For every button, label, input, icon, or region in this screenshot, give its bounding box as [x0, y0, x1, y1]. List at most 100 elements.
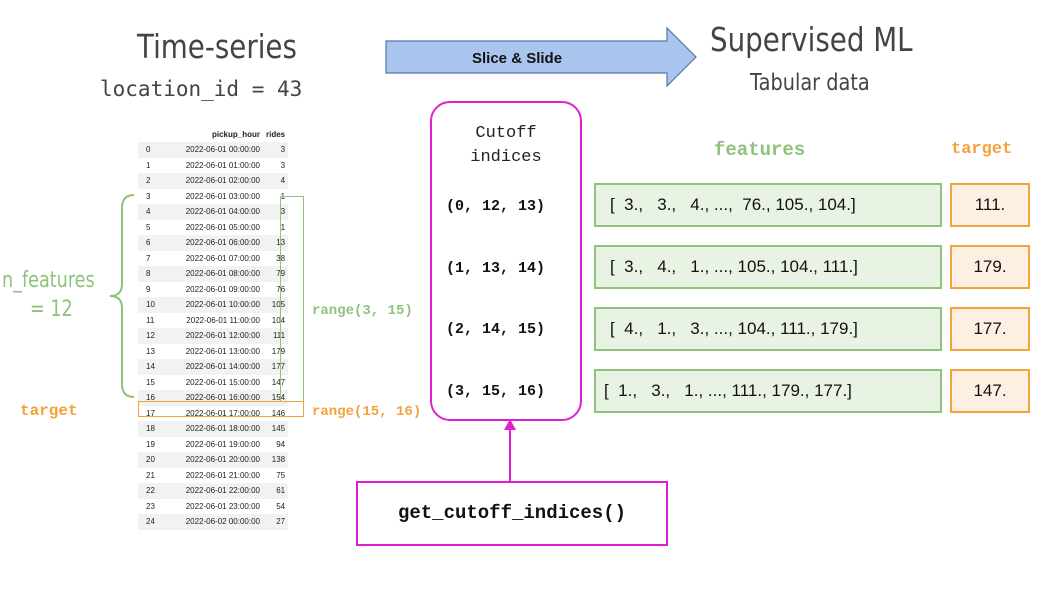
table-row: 21 2022-06-01 21:00:00 75	[138, 468, 288, 484]
arrow-label: Slice & Slide	[472, 50, 563, 67]
table-row: 19 2022-06-01 19:00:00 94	[138, 437, 288, 453]
row-index: 15	[146, 377, 155, 387]
row-pickup-hour: 2022-06-01 18:00:00	[161, 421, 263, 437]
rides-header: rides	[263, 127, 289, 142]
row-pickup-hour: 2022-06-01 01:00:00	[185, 160, 260, 170]
row-rides: 3	[263, 204, 289, 220]
row-index: 5	[146, 222, 151, 232]
row-rides: 1	[280, 222, 286, 232]
feature-row-values: [ 4., 1., 3., ..., 104., 111., 179.]	[610, 319, 858, 338]
cutoff-tuple: (3, 15, 16)	[446, 383, 546, 400]
row-pickup-hour: 2022-06-01 12:00:00	[161, 328, 263, 344]
row-rides: 147	[271, 377, 286, 387]
feature-row: [ 1., 3., 1., ..., 111., 179., 177.]	[594, 369, 942, 413]
feature-row: [ 4., 1., 3., ..., 104., 111., 179.]	[594, 307, 942, 351]
row-index: 2	[138, 173, 161, 189]
row-index: 23	[146, 501, 155, 511]
row-pickup-hour: 2022-06-01 06:00:00	[161, 235, 263, 251]
left-subtitle: location_id = 43	[100, 77, 303, 101]
row-rides: 145	[263, 421, 289, 437]
cutoff-header-line2: indices	[470, 148, 542, 167]
n-features-label: n_features	[2, 268, 95, 293]
feature-row-values: [ 1., 3., 1., ..., 111., 179., 177.]	[604, 381, 852, 400]
row-pickup-hour: 2022-06-01 21:00:00	[185, 470, 260, 480]
features-header: features	[714, 139, 806, 161]
row-pickup-hour: 2022-06-01 23:00:00	[185, 501, 260, 511]
row-pickup-hour: 2022-06-01 19:00:00	[185, 439, 260, 449]
row-pickup-hour: 2022-06-01 07:00:00	[185, 253, 260, 263]
row-pickup-hour: 2022-06-01 03:00:00	[185, 191, 260, 201]
row-index: 21	[146, 470, 155, 480]
target-value: 177.	[950, 307, 1030, 351]
row-index: 20	[138, 452, 161, 468]
row-index: 9	[146, 284, 151, 294]
row-rides: 111	[263, 328, 289, 344]
cutoff-tuple: (1, 13, 14)	[446, 260, 546, 277]
row-rides: 54	[276, 501, 286, 511]
row-rides: 138	[263, 452, 289, 468]
feature-row: [ 3., 4., 1., ..., 105., 104., 111.]	[594, 245, 942, 289]
row-index: 1	[146, 160, 151, 170]
feature-rides-highlight	[280, 196, 304, 402]
row-rides: 75	[276, 470, 286, 480]
table-row: 1 2022-06-01 01:00:00 3	[138, 158, 288, 174]
table-header-row: pickup_hour rides	[138, 127, 289, 142]
target-header: target	[951, 140, 1013, 159]
row-pickup-hour: 2022-06-01 15:00:00	[185, 377, 260, 387]
n-features-brace	[109, 194, 135, 398]
row-pickup-hour: 2022-06-01 22:00:00	[161, 483, 263, 499]
row-pickup-hour: 2022-06-02 00:00:00	[161, 514, 263, 530]
left-title: Time-series	[137, 27, 297, 66]
row-index: 19	[146, 439, 155, 449]
target-row-highlight	[138, 401, 304, 417]
row-pickup-hour: 2022-06-01 04:00:00	[161, 204, 263, 220]
row-index: 10	[138, 297, 161, 313]
row-rides: 4	[263, 173, 289, 189]
row-pickup-hour: 2022-06-01 05:00:00	[185, 222, 260, 232]
row-index: 6	[138, 235, 161, 251]
row-rides: 27	[263, 514, 289, 530]
row-rides: 177	[263, 359, 289, 375]
row-index: 8	[138, 266, 161, 282]
target-value: 179.	[950, 245, 1030, 289]
row-rides: 105	[263, 297, 289, 313]
row-pickup-hour: 2022-06-01 11:00:00	[186, 315, 260, 325]
row-index: 24	[138, 514, 161, 530]
row-rides: 3	[280, 160, 286, 170]
row-index: 11	[146, 315, 155, 325]
row-pickup-hour: 2022-06-01 00:00:00	[161, 142, 263, 158]
range-features-label: range(3, 15)	[312, 303, 413, 319]
pickup-hour-header: pickup_hour	[161, 127, 263, 142]
n-features-value: = 12	[30, 297, 73, 322]
row-rides: 61	[263, 483, 289, 499]
feature-row-values: [ 3., 4., 1., ..., 105., 104., 111.]	[610, 257, 858, 276]
row-rides: 104	[271, 315, 286, 325]
row-index: 4	[138, 204, 161, 220]
row-pickup-hour: 2022-06-01 09:00:00	[185, 284, 260, 294]
cutoff-tuple: (0, 12, 13)	[446, 198, 546, 215]
range-target-label: range(15, 16)	[312, 404, 422, 420]
table-row: 15 2022-06-01 15:00:00 147	[138, 375, 288, 391]
feature-row: [ 3., 3., 4., ..., 76., 105., 104.]	[594, 183, 942, 227]
row-rides: 94	[276, 439, 286, 449]
row-index: 22	[138, 483, 161, 499]
cutoff-indices-box	[430, 101, 582, 421]
right-title: Supervised ML	[710, 20, 913, 59]
target-value: 111.	[950, 183, 1030, 227]
table-row: 11 2022-06-01 11:00:00 104	[138, 313, 288, 329]
row-rides: 146	[271, 408, 286, 418]
